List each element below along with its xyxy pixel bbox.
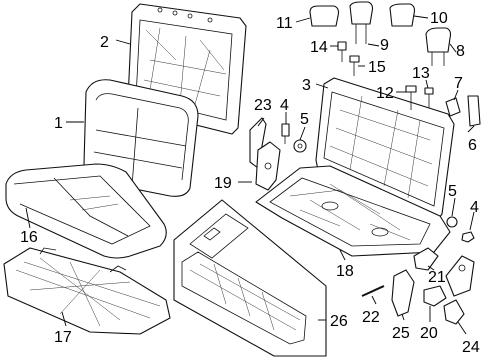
nut-4-right — [461, 231, 475, 243]
callout-14: 14 — [310, 39, 328, 56]
bolt-13 — [424, 87, 434, 108]
bolt-4-left — [281, 123, 290, 144]
callout-18: 18 — [336, 263, 354, 280]
headrest-8 — [425, 27, 452, 66]
callout-3: 3 — [302, 77, 311, 94]
seat-back-frame-right — [315, 77, 455, 223]
bolt-12 — [405, 85, 417, 110]
rod-22 — [361, 285, 385, 297]
leader-lines — [25, 15, 475, 335]
callout-9: 9 — [380, 37, 389, 54]
callout-19: 19 — [214, 175, 232, 192]
callout-7: 7 — [454, 75, 463, 92]
callout-5-left: 5 — [300, 111, 309, 128]
callout-22: 22 — [362, 309, 380, 326]
guide-14 — [337, 41, 347, 62]
callout-11: 11 — [276, 15, 293, 32]
callout-26: 26 — [330, 313, 348, 330]
callout-5-right: 5 — [448, 183, 457, 200]
hinge-bracket-left — [249, 117, 281, 191]
callout-21: 21 — [428, 269, 446, 286]
callout-16: 16 — [20, 229, 38, 246]
callout-4-left: 4 — [280, 97, 289, 114]
seat-cushion — [5, 163, 167, 259]
callout-8: 8 — [456, 43, 465, 60]
callout-23: 23 — [254, 97, 272, 114]
washer-5-left — [293, 139, 307, 153]
headrest-11 — [309, 5, 340, 27]
seat-cushion-frame — [3, 247, 171, 335]
storage-bin-box — [173, 199, 327, 357]
callout-24: 24 — [462, 339, 480, 356]
washer-5-right — [446, 216, 458, 228]
bracket-7 — [445, 97, 461, 117]
headrest-9 — [349, 1, 374, 44]
callout-6: 6 — [468, 137, 477, 154]
cover-24 — [443, 299, 465, 325]
bracket-21 — [413, 247, 439, 271]
callout-12: 12 — [376, 85, 394, 102]
callout-4-right: 4 — [470, 199, 479, 216]
hinge-plate-right — [445, 255, 475, 297]
callout-2: 2 — [100, 34, 109, 51]
bracket-25 — [391, 269, 415, 317]
callout-20: 20 — [420, 325, 438, 342]
guide-15 — [349, 55, 360, 76]
callout-1: 1 — [54, 115, 63, 132]
callout-10: 10 — [430, 10, 448, 27]
headrest-10 — [389, 3, 416, 27]
seat-pan-frame — [255, 165, 451, 257]
callout-17: 17 — [54, 329, 72, 346]
callout-13: 13 — [412, 65, 430, 82]
callout-labels: 2 1 3 4 5 23 19 16 17 18 26 5 4 6 7 8 9 … — [20, 10, 480, 356]
callout-25: 25 — [392, 325, 410, 342]
callout-15: 15 — [368, 59, 386, 76]
latch-6 — [467, 95, 481, 127]
latch-20 — [423, 285, 447, 307]
